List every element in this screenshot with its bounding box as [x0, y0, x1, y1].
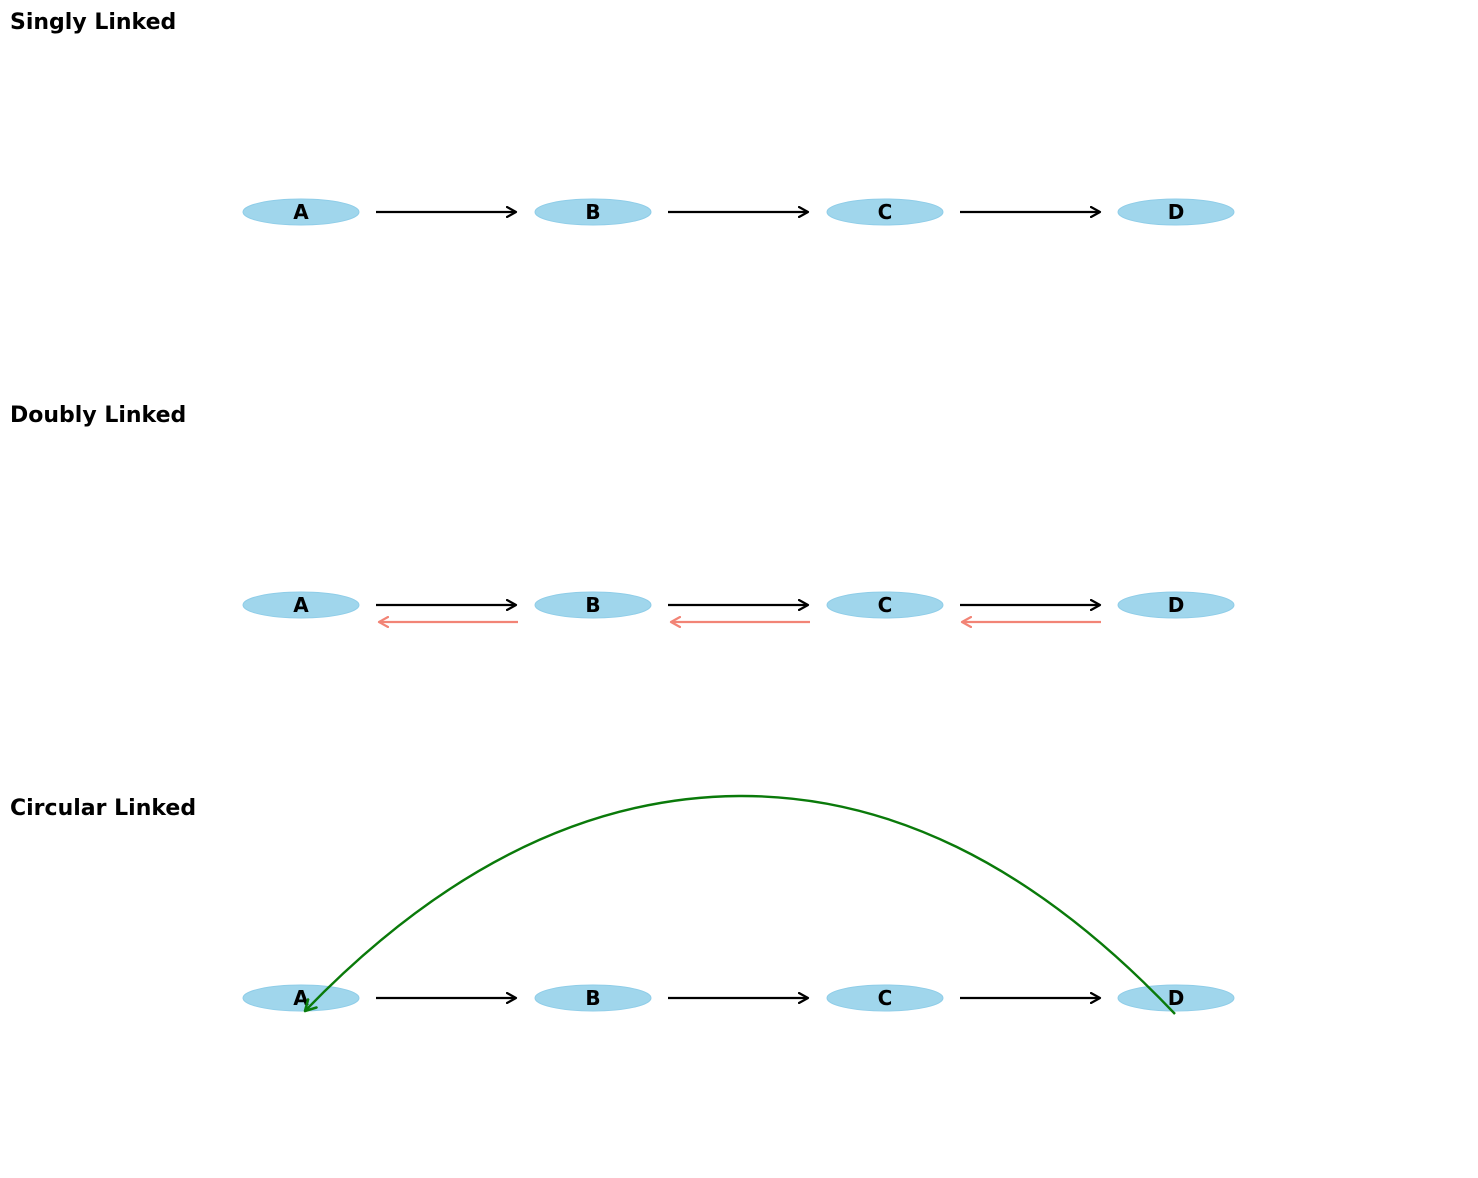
doubly-linked-section: Doubly Linked A B C D — [10, 403, 1235, 622]
node-a: A — [242, 591, 360, 619]
node-b: B — [534, 198, 652, 226]
singly-linked-title: Singly Linked — [10, 10, 176, 35]
node-label: A — [293, 986, 309, 1010]
node-c: C — [826, 984, 944, 1012]
node-c: C — [826, 198, 944, 226]
node-d: D — [1117, 984, 1235, 1012]
node-label: D — [1168, 200, 1185, 224]
node-d: D — [1117, 591, 1235, 619]
node-d: D — [1117, 198, 1235, 226]
node-label: C — [878, 200, 893, 224]
node-b: B — [534, 984, 652, 1012]
node-a: A — [242, 198, 360, 226]
node-label: A — [293, 593, 309, 617]
node-label: B — [585, 986, 600, 1010]
node-label: D — [1168, 593, 1185, 617]
circular-linked-title: Circular Linked — [10, 796, 196, 821]
node-label: B — [585, 593, 600, 617]
node-b: B — [534, 591, 652, 619]
doubly-linked-title: Doubly Linked — [10, 403, 186, 428]
node-label: C — [878, 593, 893, 617]
node-label: A — [293, 200, 309, 224]
circular-linked-section: Circular Linked A B C D — [10, 794, 1235, 1015]
singly-linked-section: Singly Linked A B C D — [10, 10, 1235, 226]
node-c: C — [826, 591, 944, 619]
circular-arrow-d-a — [305, 794, 1176, 1015]
node-label: C — [878, 986, 893, 1010]
node-a: A — [242, 984, 360, 1012]
node-label: B — [585, 200, 600, 224]
node-label: D — [1168, 986, 1185, 1010]
